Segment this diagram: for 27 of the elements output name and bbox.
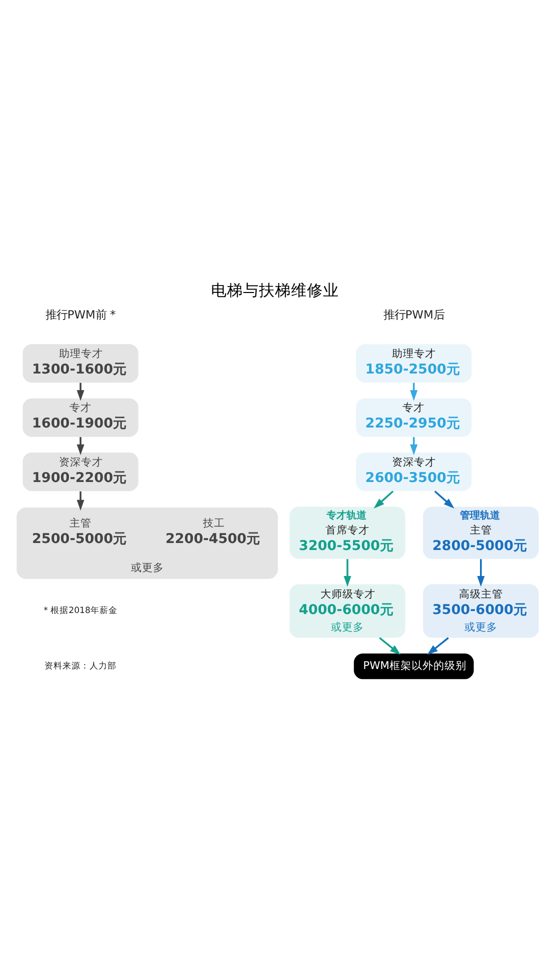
node-box: 高级主管 3500-6000元 或更多	[423, 584, 539, 638]
node-box: 助理专才 1300-1600元	[22, 344, 138, 383]
arrow	[76, 491, 84, 511]
label: 推行PWM后	[383, 307, 444, 322]
node-box: 大师级专才 4000-6000元 或更多	[290, 584, 406, 638]
arrow	[434, 490, 454, 509]
node-box: 资深专才 2600-3500元	[356, 452, 472, 492]
label: 资料来源：人力部	[44, 662, 117, 672]
node-box: 专才 1600-1900元	[22, 398, 138, 437]
arrow	[379, 637, 401, 655]
node-box: 管理轨道 主管 2800-5000元	[423, 506, 539, 559]
node-box: PWM框架以外的级别	[354, 653, 474, 680]
node-box: 专才 2250-2950元	[356, 398, 472, 437]
arrow	[76, 437, 84, 456]
arrow	[427, 637, 449, 655]
node-box: 专才轨道 首席专才 3200-5500元	[290, 506, 406, 559]
label: 推行PWM前 *	[45, 307, 116, 322]
arrow	[76, 382, 84, 401]
label: * 根据2018年薪金	[44, 606, 118, 616]
node-box: 助理专才 1850-2500元	[356, 344, 472, 383]
arrow	[477, 559, 485, 587]
node-text: 主管 2500-5000元	[32, 516, 128, 547]
diagram-title: 电梯与扶梯维修业	[211, 280, 339, 300]
node-text: 技工 2200-4500元	[165, 516, 260, 547]
node-box: 资深专才 1900-2200元	[22, 452, 138, 492]
arrow	[344, 559, 352, 587]
arrow	[374, 490, 394, 509]
